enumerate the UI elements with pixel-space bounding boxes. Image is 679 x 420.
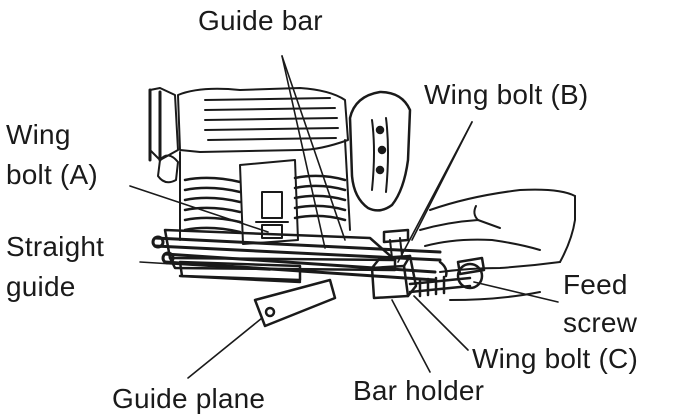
router-base: [157, 139, 351, 245]
label-guide-plane: Guide plane: [112, 383, 266, 414]
guide-plane-part: [253, 278, 337, 328]
bar-holder-part: [370, 228, 418, 300]
leader-lines: [129, 55, 559, 379]
router-handle: [348, 90, 412, 212]
label-wing-bolt-a-line2: bolt (A): [6, 159, 98, 190]
hand-drawing: [419, 188, 576, 301]
straight-guide-part: [178, 260, 302, 284]
label-feed-screw-line2: screw: [563, 307, 638, 338]
label-wing-bolt-a-line1: Wing: [6, 119, 71, 150]
feed-screw-part: [408, 256, 486, 298]
label-straight-guide-line1: Straight: [6, 231, 105, 262]
label-bar-holder: Bar holder: [353, 375, 485, 406]
label-straight-guide-line2: guide: [6, 271, 76, 302]
label-guide-bar: Guide bar: [198, 5, 323, 36]
label-wing-bolt-b: Wing bolt (B): [424, 79, 589, 110]
label-wing-bolt-c: Wing bolt (C): [472, 343, 638, 374]
motor-housing: [148, 87, 349, 162]
label-feed-screw-line1: Feed: [563, 269, 628, 300]
